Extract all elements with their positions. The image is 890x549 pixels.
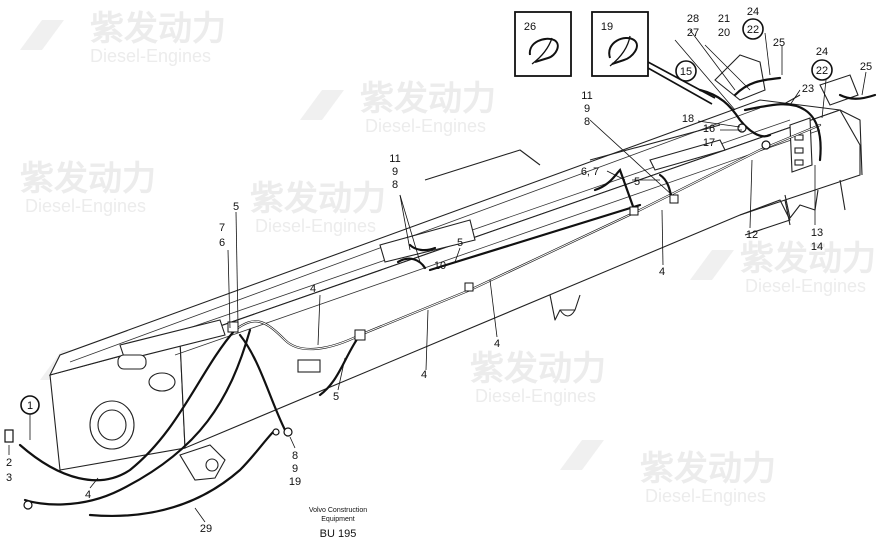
callout-15: 15 xyxy=(680,66,692,78)
callout-28: 28 xyxy=(687,13,699,25)
watermark-en: Diesel-Engines xyxy=(475,386,596,406)
callout-9: 9 xyxy=(292,463,298,475)
watermark-cn: 紫发动力 xyxy=(640,449,776,489)
callout-20: 20 xyxy=(718,27,730,39)
callout-25: 25 xyxy=(773,37,785,49)
callout-14: 14 xyxy=(811,241,823,253)
callout-5: 5 xyxy=(457,237,463,249)
drawing-code: BU 195 xyxy=(320,528,357,540)
watermark-cn: 紫发动力 xyxy=(250,179,386,219)
hose-routing xyxy=(4,76,877,517)
callout-8: 8 xyxy=(292,450,298,462)
watermark-cn: 紫发动力 xyxy=(360,79,496,119)
callout-19: 19 xyxy=(289,476,301,488)
callout-10: 10 xyxy=(434,260,446,272)
drawing-footer: Volvo Construction Equipment BU 195 xyxy=(309,507,367,540)
callout-7: 7 xyxy=(219,222,225,234)
callout-circle xyxy=(20,395,40,415)
callout-3: 3 xyxy=(6,472,12,484)
footer-line-1: Volvo Construction xyxy=(309,507,367,514)
watermark-en: Diesel-Engines xyxy=(25,196,146,216)
callout-5: 5 xyxy=(333,391,339,403)
callout-2: 2 xyxy=(6,457,12,469)
watermark-cn: 紫发动力 xyxy=(740,239,876,279)
callout-24: 24 xyxy=(816,46,828,58)
watermark-cn: 紫发动力 xyxy=(470,349,606,389)
callout-circle xyxy=(675,60,697,82)
callout-9: 9 xyxy=(584,103,590,115)
watermark-en: Diesel-Engines xyxy=(90,46,211,66)
callout-16: 16 xyxy=(703,123,715,135)
callout-25: 25 xyxy=(860,61,872,73)
callout-22: 22 xyxy=(747,24,759,36)
callout-8: 8 xyxy=(584,116,590,128)
callout-1: 1 xyxy=(27,400,33,412)
callout-9: 9 xyxy=(392,166,398,178)
callout-4: 4 xyxy=(421,369,427,381)
callout-4: 4 xyxy=(494,338,500,350)
callout-circle xyxy=(742,18,764,40)
callout-22: 22 xyxy=(816,65,828,77)
watermark-en: Diesel-Engines xyxy=(365,116,486,136)
watermark-cn: 紫发动力 xyxy=(90,9,226,49)
inset-clip-19: 19 xyxy=(591,11,716,105)
callout-24: 24 xyxy=(747,6,759,18)
callout-4: 4 xyxy=(659,266,665,278)
callout-21: 21 xyxy=(718,13,730,25)
inset-label: 26 xyxy=(524,21,536,33)
callouts: 28 27 21 20 24 22 25 24 22 25 15 23 18 1… xyxy=(6,6,872,535)
cable-tie-icon xyxy=(528,37,559,65)
callout-11: 11 xyxy=(581,90,592,102)
callout-17: 17 xyxy=(703,137,715,149)
inset-clip-26: 26 xyxy=(514,11,572,77)
watermark-en: Diesel-Engines xyxy=(645,486,766,506)
callout-27: 27 xyxy=(687,27,699,39)
watermark-cn: 紫发动力 xyxy=(20,159,156,199)
callout-4: 4 xyxy=(310,283,316,295)
callout-5: 5 xyxy=(233,201,239,213)
leader-lines xyxy=(8,29,867,523)
callout-29: 29 xyxy=(200,523,212,535)
footer-line-2: Equipment xyxy=(321,516,355,523)
callout-12: 12 xyxy=(746,229,758,241)
callout-6-7: 6, 7 xyxy=(581,166,599,178)
callout-4: 4 xyxy=(85,489,91,501)
watermark-en: Diesel-Engines xyxy=(745,276,866,296)
callout-18: 18 xyxy=(682,113,694,125)
callout-23: 23 xyxy=(802,83,814,95)
inset-label: 19 xyxy=(601,21,613,33)
callout-6: 6 xyxy=(219,237,225,249)
frame-drawing xyxy=(48,54,863,481)
callout-circle xyxy=(811,59,833,81)
callout-8: 8 xyxy=(392,179,398,191)
callout-11: 11 xyxy=(389,153,400,165)
watermark-en: Diesel-Engines xyxy=(255,216,376,236)
callout-5: 5 xyxy=(634,176,640,188)
cable-tie-icon xyxy=(608,35,638,67)
callout-13: 13 xyxy=(811,227,823,239)
